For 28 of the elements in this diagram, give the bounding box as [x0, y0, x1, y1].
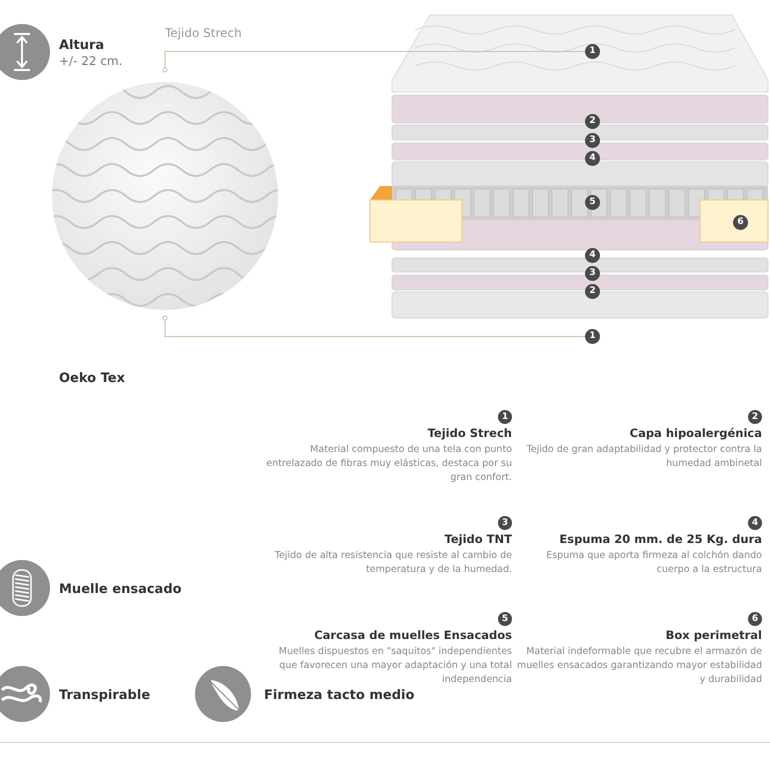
layer-title: Box perimetral	[666, 628, 762, 642]
callout-number: 2	[748, 410, 762, 424]
height-value: +/- 22 cm.	[59, 54, 122, 68]
feature-label: Oeko Tex	[59, 371, 125, 386]
layer-title: Tejido Strech	[428, 426, 512, 440]
feature-label: Transpirable	[59, 688, 150, 703]
feature-label: Altura	[59, 38, 104, 53]
layer-title: Carcasa de muelles Ensacados	[314, 628, 512, 642]
layer-description-text: Tejido de gran adaptabilidad y protector contra la humedad ambinetal	[526, 443, 762, 471]
leader-line	[162, 316, 586, 337]
callout-number: 3	[498, 516, 512, 530]
layer-description-text: Material indeformable que recubre el armazón de muelles ensacados garantizando mayor estabilidad y durabilidad	[516, 645, 762, 686]
callout-number: 4	[748, 516, 762, 530]
feature-label: Firmeza tacto medio	[264, 688, 414, 703]
callout-number: 1	[585, 329, 600, 344]
edge-label: Tejido Strech	[163, 26, 244, 40]
layer-title: Tejido TNT	[444, 532, 512, 546]
callout-number: 5	[498, 612, 512, 626]
callout-number: 1	[498, 410, 512, 424]
leader-line	[162, 51, 586, 72]
layer-description-text: Muelles dispuestos en "saquitos" independientes que favorecen una mayor adaptación y una total independencia	[278, 645, 512, 686]
callout-number: 6	[748, 612, 762, 626]
layer-description-text: Tejido de alta resistencia que resiste al cambio de temperatura y de la humedad.	[274, 549, 512, 577]
layer-description-text: Espuma que aporta firmeza al colchón dando cuerpo a la estructura	[545, 549, 762, 577]
layer-title: Espuma 20 mm. de 25 Kg. dura	[559, 532, 762, 546]
layer-title: Capa hipoalergénica	[630, 426, 762, 440]
layer-description-text: Material compuesto de una tela con punto entrelazado de fibras muy elásticas, destaca por su gran confort.	[265, 443, 512, 484]
feature-label: Muelle ensacado	[59, 582, 182, 597]
